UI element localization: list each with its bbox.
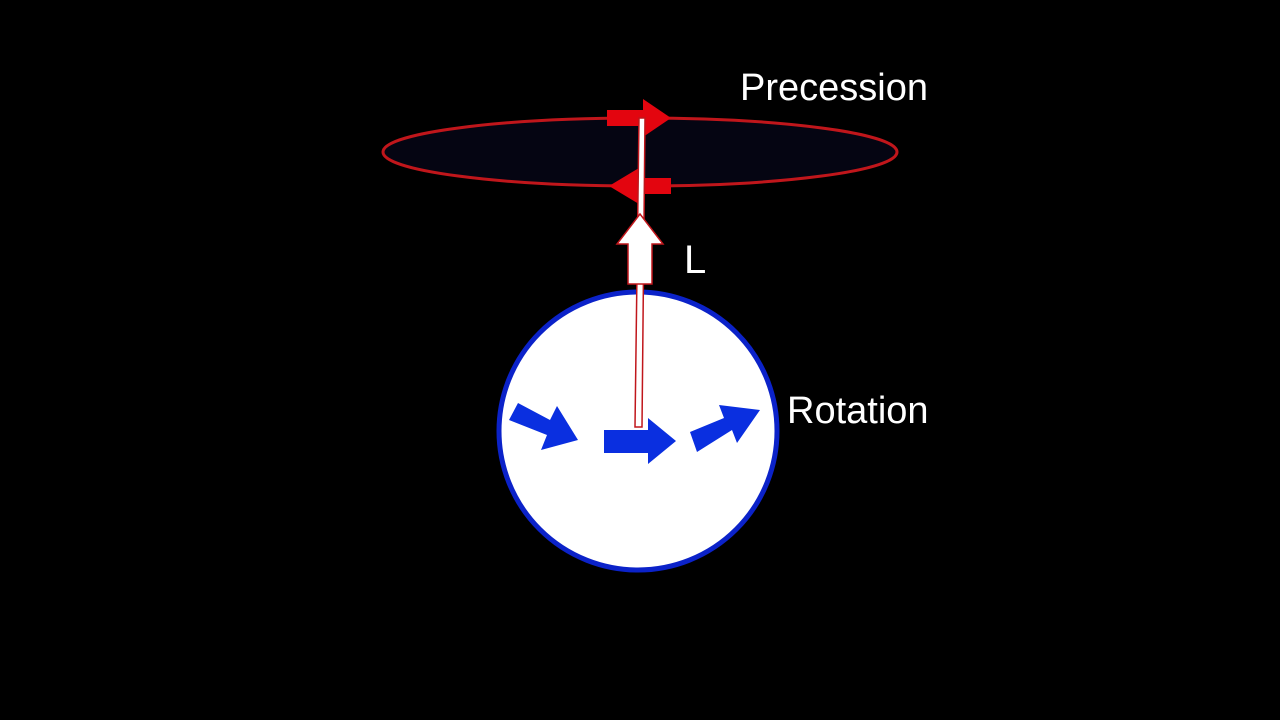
precession-label: Precession xyxy=(740,67,928,109)
angular-momentum-label: L xyxy=(684,238,707,282)
angular-momentum-arrow-up-icon xyxy=(615,212,665,285)
rotation-arrow-right-icon xyxy=(690,405,760,452)
rotation-arrow-center-icon xyxy=(604,418,676,464)
rotation-arrow-left-icon xyxy=(509,403,578,450)
rotation-label: Rotation xyxy=(787,390,929,432)
